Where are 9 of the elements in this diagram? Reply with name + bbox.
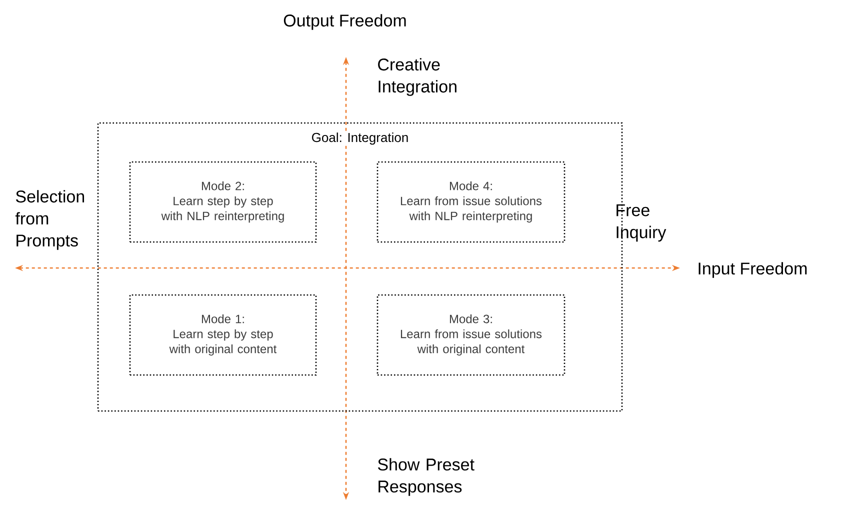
axis-label: Input Freedom [698,262,807,278]
mode-box: Mode 2: Learn step by step with NLP reinterpreting [129,161,317,243]
mode-box: Mode 3: Learn from issue solutions with original content [376,294,566,376]
axis-label: Show Preset Responses [378,458,474,496]
axis-label: Creative Integration [378,58,456,96]
mode-box: Mode 1: Learn step by step with original content [129,294,317,376]
mode-box: Mode 4: Learn from issue solutions with NLP reinterpreting [376,161,566,243]
axis-label: Selection from Prompts [15,190,84,250]
axis-label: Output Freedom [284,14,406,30]
